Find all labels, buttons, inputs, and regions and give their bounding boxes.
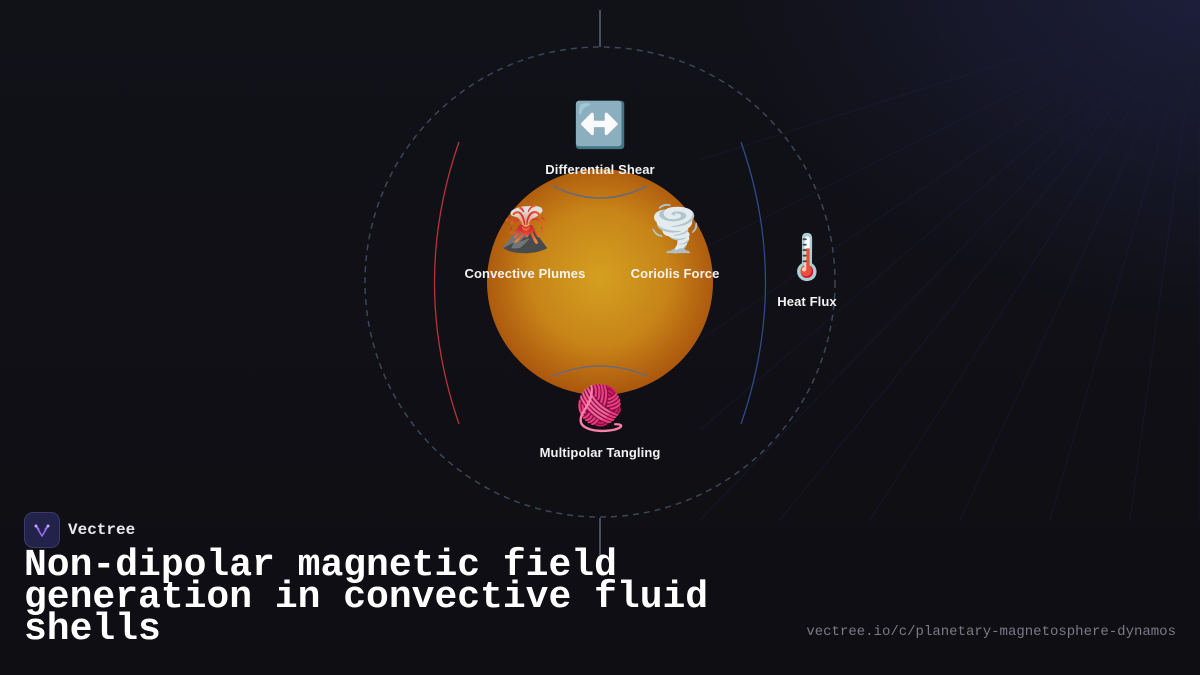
node-label-heat-flux: Heat Flux bbox=[777, 294, 837, 309]
yarn-ball-icon: 🧶 bbox=[572, 383, 628, 434]
source-url: vectree.io/c/planetary-magnetosphere-dyn… bbox=[806, 624, 1176, 640]
node-label-convective-plumes: Convective Plumes bbox=[464, 266, 586, 281]
volcano-icon: 🌋 bbox=[497, 204, 553, 255]
shear-arc-top bbox=[552, 185, 648, 199]
vectree-logo-icon bbox=[24, 512, 60, 548]
tornado-icon: 🌪️ bbox=[647, 204, 703, 255]
field-arc-right bbox=[740, 141, 767, 425]
brand-name: Vectree bbox=[68, 521, 136, 539]
page-title: Non-dipolar magnetic field generation in… bbox=[24, 544, 709, 651]
planet-core bbox=[487, 169, 713, 395]
node-label-differential-shear: Differential Shear bbox=[545, 162, 655, 177]
brand: Vectree bbox=[24, 512, 135, 548]
node-label-coriolis-force: Coriolis Force bbox=[630, 266, 720, 281]
left-right-arrow-icon: ↔️ bbox=[572, 100, 628, 151]
tangle-arc-bottom bbox=[552, 365, 648, 377]
thermometer-icon: 🌡️ bbox=[779, 232, 835, 283]
field-arc-left bbox=[433, 141, 460, 425]
outer-orbit bbox=[364, 46, 836, 518]
node-label-multipolar-tangling: Multipolar Tangling bbox=[539, 445, 661, 460]
